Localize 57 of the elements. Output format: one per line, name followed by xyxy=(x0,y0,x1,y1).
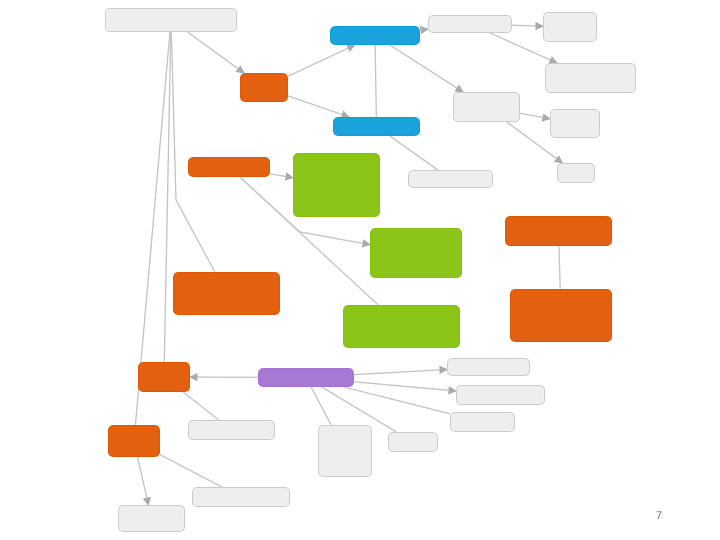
connector xyxy=(310,386,332,426)
connector xyxy=(354,381,457,394)
highlight-box xyxy=(505,216,612,246)
concept-box xyxy=(453,92,520,122)
concept-box xyxy=(447,358,530,376)
connector xyxy=(512,22,544,30)
concept-box xyxy=(543,12,597,42)
highlight-box xyxy=(188,157,270,177)
concept-box xyxy=(550,109,600,138)
connector xyxy=(170,32,216,272)
connector xyxy=(288,95,350,118)
connector xyxy=(520,112,551,122)
connector xyxy=(182,391,220,421)
concept-box xyxy=(188,420,275,440)
highlight-box xyxy=(240,73,288,102)
highlight-box xyxy=(333,117,420,136)
connector xyxy=(374,44,378,118)
connector xyxy=(389,44,464,93)
concept-box xyxy=(557,163,595,183)
highlight-box xyxy=(108,425,160,457)
page-number: 7 xyxy=(656,510,662,522)
connector xyxy=(239,176,371,248)
connector xyxy=(288,44,356,77)
highlight-box xyxy=(293,153,380,217)
concept-box xyxy=(192,487,290,507)
connector xyxy=(420,26,429,34)
connector xyxy=(354,366,448,376)
connector xyxy=(134,32,171,426)
concept-box xyxy=(456,385,545,405)
connector xyxy=(490,32,558,64)
concept-box xyxy=(105,8,237,32)
highlight-box xyxy=(138,362,190,392)
highlight-box xyxy=(510,289,612,342)
connector xyxy=(187,31,245,74)
highlight-box xyxy=(258,368,354,387)
concept-box xyxy=(450,412,515,432)
concept-box xyxy=(428,15,512,33)
connector xyxy=(389,135,438,171)
concept-box xyxy=(545,63,636,93)
highlight-box xyxy=(330,26,420,45)
concept-box xyxy=(318,425,372,477)
connector xyxy=(189,372,258,382)
connector xyxy=(160,454,222,488)
concept-box xyxy=(388,432,438,452)
connector xyxy=(239,176,379,306)
connector xyxy=(164,32,172,362)
concept-box xyxy=(408,170,493,188)
connector xyxy=(558,246,561,290)
connector xyxy=(321,386,397,433)
connector xyxy=(270,172,294,181)
highlight-box xyxy=(343,305,460,348)
connector xyxy=(344,386,450,414)
connector xyxy=(506,121,564,164)
highlight-box xyxy=(370,228,462,278)
connector xyxy=(136,456,151,506)
highlight-box xyxy=(173,272,280,315)
concept-box xyxy=(118,505,185,532)
